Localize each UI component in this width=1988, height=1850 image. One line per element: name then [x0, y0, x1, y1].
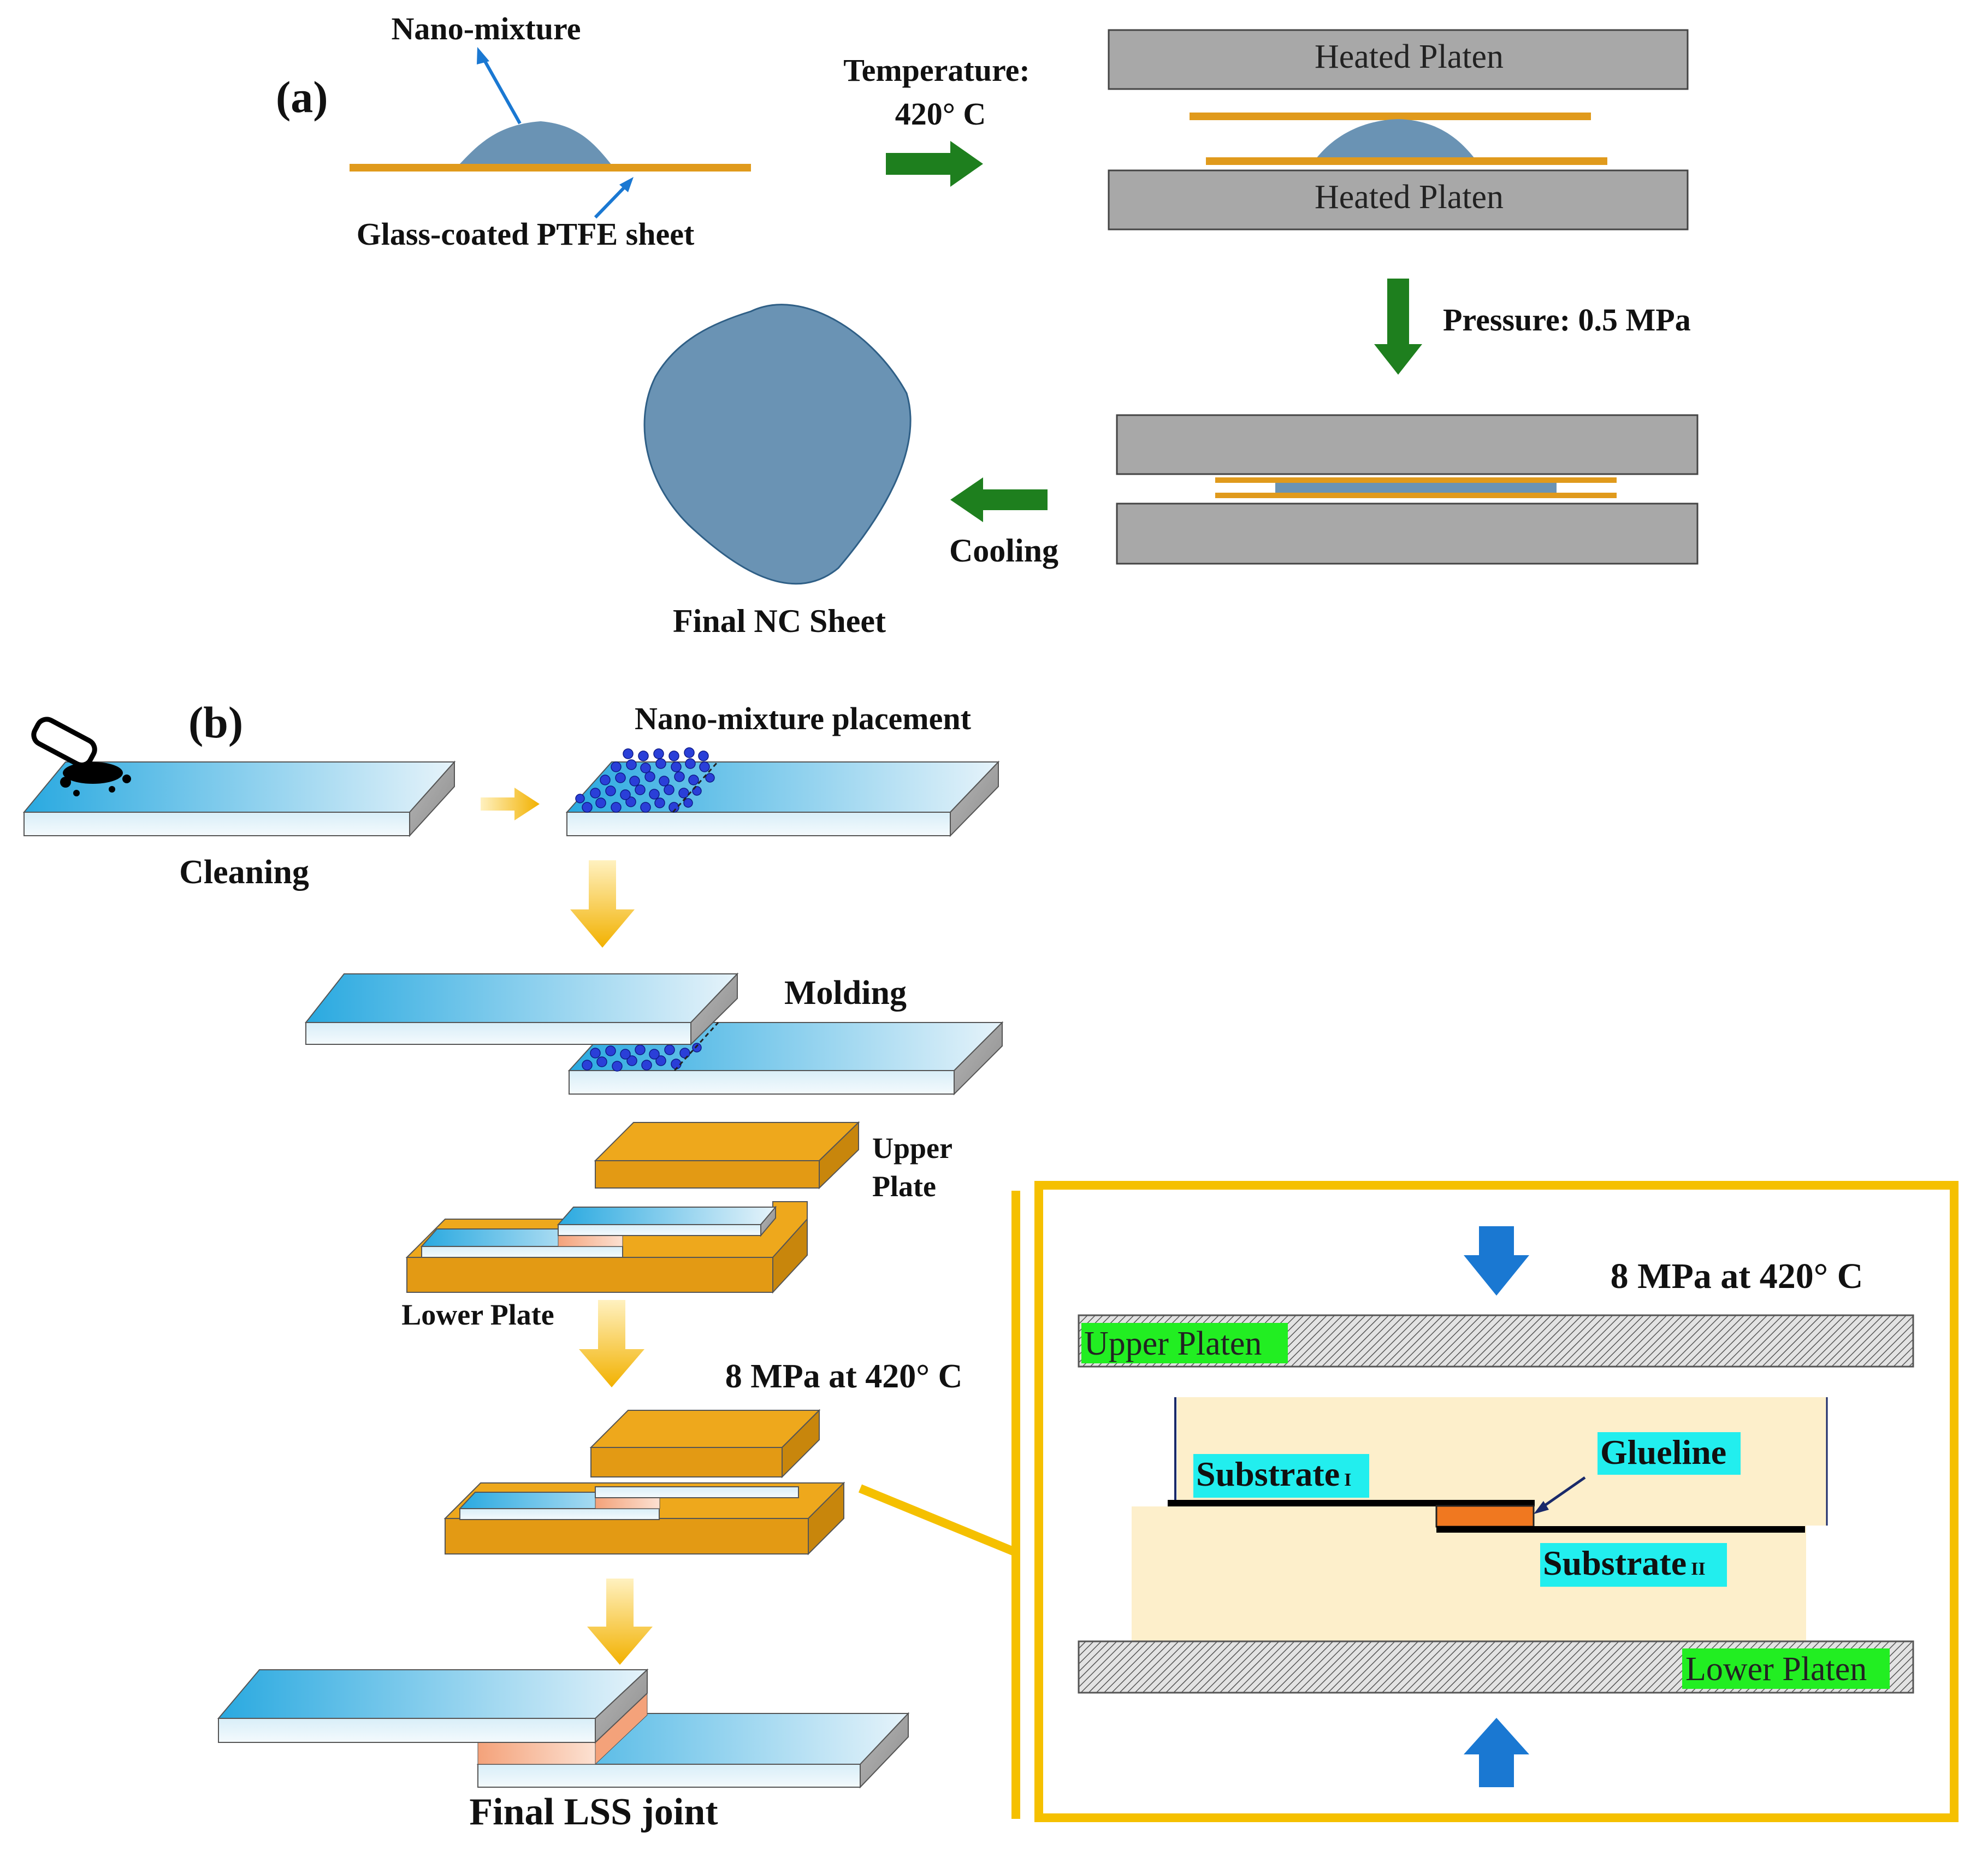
down-arrow-mold: [579, 1300, 644, 1387]
final-nc-sheet-label: Final NC Sheet: [673, 603, 886, 639]
substrate-2-tag: [1540, 1543, 1727, 1587]
pressed-nano-layer: [1275, 483, 1557, 493]
upper-platen-label: Upper Platen: [1084, 1325, 1262, 1362]
nano-particles-molding: [582, 1043, 702, 1072]
down-arrow-pressure: [1374, 279, 1422, 375]
ptfe-pointer-head: [619, 177, 634, 192]
heated-platen-lower-label: Heated Platen: [1315, 179, 1504, 216]
lower-platen-tag: [1682, 1648, 1890, 1689]
pressed-ptfe-bottom: [1215, 493, 1617, 498]
down-arrow-placement: [570, 860, 635, 948]
nano-mixture-pressing: [1316, 119, 1475, 158]
panel-b-label: (b): [188, 698, 243, 747]
pressed-ptfe-top: [1215, 477, 1617, 483]
heated-platen-upper-label: Heated Platen: [1315, 38, 1504, 75]
heated-platen-lower: [1108, 169, 1689, 230]
ptfe-pointer: [594, 182, 630, 219]
down-arrow-press-inset: [1464, 1226, 1529, 1296]
substrate-1-tag: [1193, 1454, 1369, 1498]
glueline-label: Glueline: [1600, 1433, 1726, 1471]
temperature-value: 420° C: [895, 96, 986, 132]
final-nc-sheet: [643, 304, 912, 585]
nano-mixture-label: Nano-mixture: [392, 11, 581, 46]
mold-press-label: 8 MPa at 420° C: [725, 1358, 963, 1395]
ptfe-sheet: [350, 164, 751, 172]
placement-dashed-edge: [672, 761, 719, 813]
glueline-layer: [1435, 1505, 1535, 1528]
panel-a-label: (a): [276, 72, 328, 122]
cleaning-label: Cleaning: [179, 854, 309, 891]
heated-platen-upper: [1108, 29, 1689, 90]
upper-platen-tag: [1081, 1323, 1288, 1363]
glueline-pointer: [1539, 1476, 1586, 1510]
pressed-platen-upper: [1116, 414, 1699, 475]
molding-upper-slab: [304, 972, 739, 1046]
ptfe-bottom-sheet: [1206, 157, 1607, 165]
nano-mixture-blob: [459, 121, 612, 165]
down-arrow-final: [587, 1579, 653, 1665]
placement-label: Nano-mixture placement: [635, 701, 972, 736]
temperature-label: Temperature:: [843, 52, 1030, 88]
molding-dashed-edge: [673, 1021, 719, 1072]
cooling-label: Cooling: [949, 533, 1058, 569]
lower-platen-label: Lower Platen: [1685, 1651, 1867, 1688]
final-joint-glueline: [477, 1692, 648, 1765]
inset-connector-line: [858, 1484, 1018, 1557]
cleaning-glass-slab: [22, 760, 456, 837]
pressure-label: Pressure: 0.5 MPa: [1443, 302, 1691, 338]
glueline-tag: [1597, 1432, 1741, 1475]
inset-connector-bar: [1011, 1191, 1020, 1819]
glueline-pointer-head: [1534, 1501, 1549, 1514]
closed-mold-upper: [589, 1409, 821, 1479]
up-arrow-press-inset: [1464, 1718, 1529, 1787]
left-arrow-cooling: [950, 477, 1048, 522]
upper-mold-plate: [594, 1121, 860, 1190]
pressed-platen-lower: [1116, 503, 1699, 565]
right-arrow-cleaning: [481, 788, 540, 820]
ptfe-sheet-label: Glass-coated PTFE sheet: [357, 216, 695, 252]
final-joint-upper-slab: [217, 1668, 649, 1744]
final-joint-label: Final LSS joint: [469, 1791, 718, 1833]
lower-plate-label: Lower Plate: [401, 1298, 554, 1331]
right-arrow-temperature: [886, 141, 983, 187]
nano-particles-placement: [575, 747, 715, 813]
ptfe-top-sheet: [1190, 113, 1591, 120]
mold-glass-strips: [420, 1205, 777, 1258]
solvent-bottle-icon: [31, 717, 131, 796]
closed-mold-strips: [458, 1486, 799, 1520]
upper-plate-label-1: Upper: [872, 1132, 952, 1165]
upper-plate-label-2: Plate: [872, 1170, 936, 1203]
molding-label: Molding: [784, 974, 907, 1012]
nano-mixture-pointer-head: [477, 47, 489, 64]
inset-press-label: 8 MPa at 420° C: [1611, 1256, 1863, 1296]
nano-mixture-pointer: [479, 52, 522, 125]
